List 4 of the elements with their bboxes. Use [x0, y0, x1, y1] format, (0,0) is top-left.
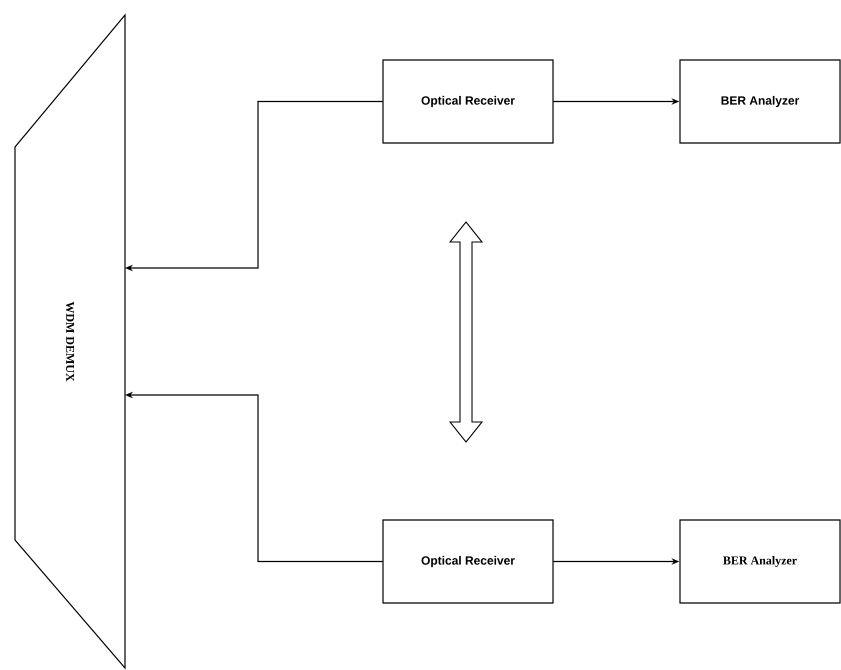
process-box: BER Analyzer — [679, 519, 841, 604]
process-box: Optical Receiver — [382, 519, 554, 604]
process-box: BER Analyzer — [679, 59, 841, 144]
process-box: Optical Receiver — [382, 59, 554, 144]
